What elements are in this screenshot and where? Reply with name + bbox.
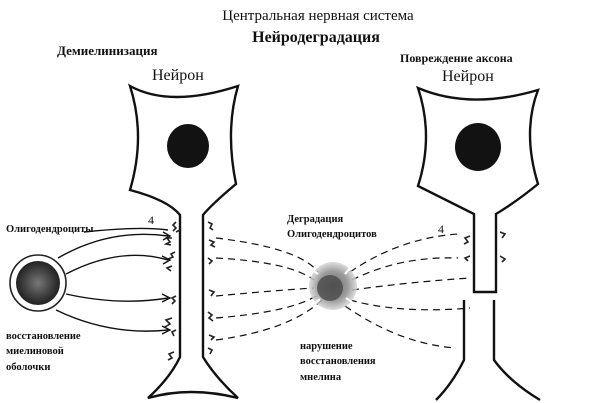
degradation-line1: Деградация (287, 214, 344, 225)
left-number-label: 4 (148, 213, 154, 227)
right-myelin-fragments (463, 231, 507, 263)
left-neuron-label: Нейрон (152, 67, 204, 84)
impair-line2: восстановления (300, 356, 376, 367)
dashed-connections (215, 233, 471, 349)
right-neuron-upper (416, 85, 540, 294)
restore-line3: оболочки (6, 362, 50, 373)
left-neuron (127, 83, 240, 400)
restore-line1: восстановление (6, 331, 81, 342)
right-neuron (416, 85, 541, 402)
impair-line3: мнелина (300, 372, 342, 383)
oligodendrocytes-label: Олигодендроциты (6, 224, 93, 235)
left-nucleus (167, 124, 209, 168)
main-title: Нейродеградация (252, 29, 380, 46)
axon-damage-heading: Повреждение аксона (400, 51, 513, 65)
left-neuron-outline (127, 83, 240, 400)
right-neuron-label: Нейрон (442, 68, 494, 85)
right-number-label: 4 (438, 222, 444, 236)
top-title: Центральная нервная система (222, 8, 414, 24)
left-oligodendrocyte (9, 254, 67, 312)
demyelination-heading: Демиелинизация (57, 43, 158, 58)
degradation-line2: Олигодендроцитов (287, 229, 377, 240)
right-nucleus (455, 123, 501, 171)
left-arrows (55, 227, 172, 335)
restore-line2: миелиновой (6, 346, 64, 357)
left-myelin-fragments (163, 221, 216, 361)
degrading-oligodendrocyte (309, 262, 357, 310)
impair-line1: нарушение (300, 341, 353, 352)
right-neuron-lower (435, 300, 541, 402)
